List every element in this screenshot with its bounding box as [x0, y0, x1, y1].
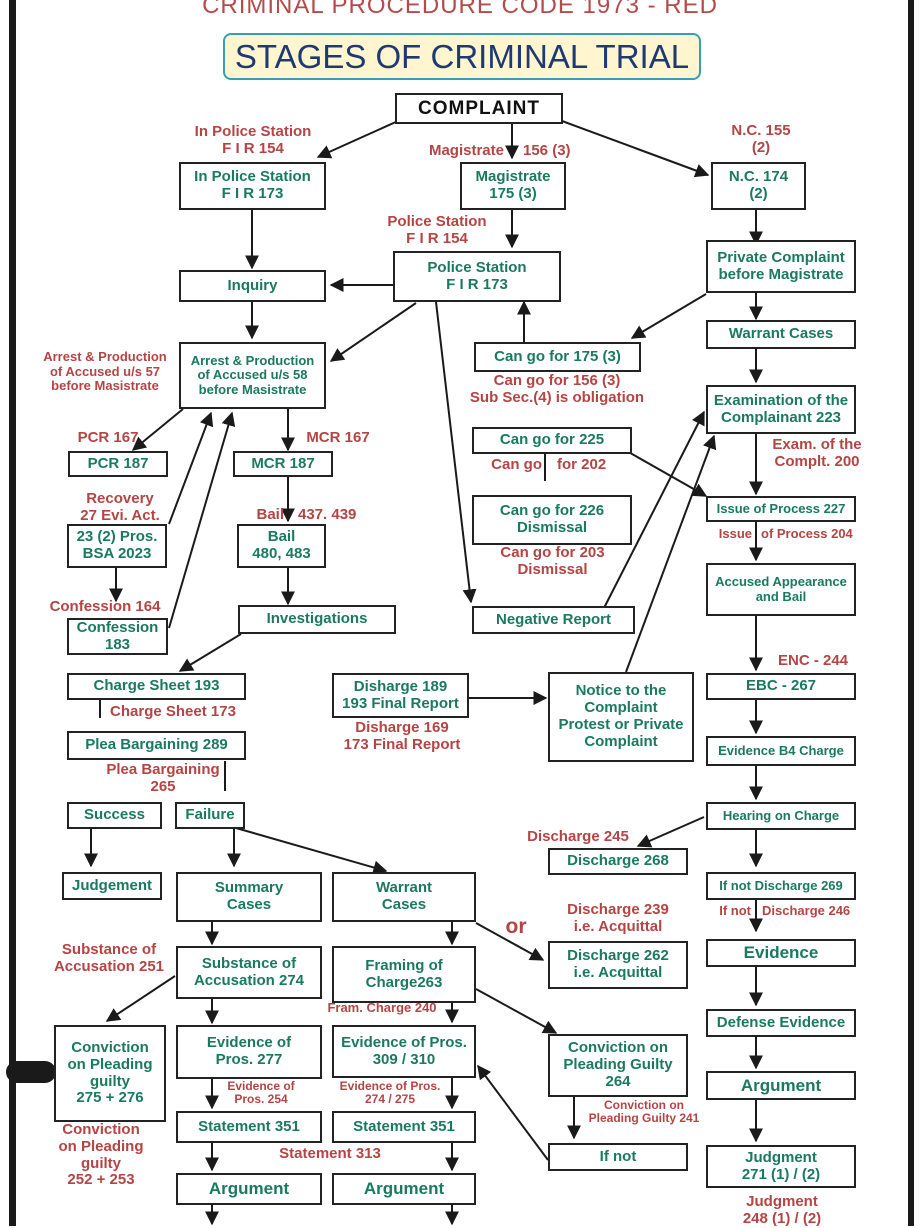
label-156-3: 156 (3): [523, 142, 571, 159]
hearing-on-charge-box: Hearing on Charge: [706, 802, 856, 830]
mcr-187-box: MCR 187: [233, 451, 333, 477]
conviction-pleading-guilty-275-box: Conviction on Pleading guilty 275 + 276: [54, 1025, 166, 1122]
label-substance-accusation-251: Substance of Accusation 251: [53, 941, 165, 975]
investigations-box: Investigations: [238, 605, 396, 634]
bail-480-483-box: Bail 480, 483: [237, 524, 326, 568]
statement-351-middle-box: Statement 351: [332, 1111, 476, 1143]
judgement-left-box: Judgement: [62, 872, 162, 900]
label-of-process-204: of Process 204: [761, 526, 853, 541]
label-disharge-169: Disharge 169 173 Final Report: [343, 719, 461, 753]
evidence-pros-309-box: Evidence of Pros. 309 / 310: [332, 1025, 476, 1078]
label-discharge-246: Discharge 246: [762, 903, 851, 918]
charge-sheet-193-box: Charge Sheet 193: [67, 673, 246, 700]
right-border-bar: [908, 0, 914, 1226]
recovery-23-2-box: 23 (2) Pros. BSA 2023: [67, 524, 167, 568]
examination-complainant-223-box: Examination of the Complainant 223: [706, 385, 856, 434]
substance-accusation-274-box: Substance of Accusation 274: [176, 946, 322, 999]
argument-right-box: Argument: [706, 1071, 856, 1100]
label-can-go: Can go: [491, 456, 542, 473]
statement-351-left-box: Statement 351: [176, 1111, 322, 1143]
label-police-station-fir-154-center: Police Station F I R 154: [387, 213, 487, 247]
label-discharge-239: Discharge 239 i.e. Acquittal: [567, 901, 669, 935]
label-statement-313: Statement 313: [279, 1145, 381, 1162]
complaint-box: COMPLAINT: [395, 93, 563, 124]
framing-of-charge-263-box: Framing of Charge263: [332, 946, 476, 1003]
label-can-go-156: Can go for 156 (3) Sub Sec.(4) is obliga…: [469, 372, 645, 406]
can-go-226-box: Can go for 226 Dismissal: [472, 495, 632, 545]
ebc-267-box: EBC - 267: [706, 673, 856, 700]
label-or: or: [505, 915, 527, 938]
police-station-fir-173-box: In Police Station F I R 173: [179, 162, 326, 210]
label-evidence-pros-254: Evidence of Pros. 254: [227, 1079, 295, 1107]
private-complaint-box: Private Complaint before Magistrate: [706, 240, 856, 293]
evidence-pros-277-box: Evidence of Pros. 277: [176, 1025, 322, 1079]
arrest-production-58-box: Arrest & Production of Accused u/s 58 be…: [179, 342, 326, 409]
label-recovery-27: Recovery 27 Evi. Act.: [80, 490, 160, 524]
label-discharge-245: Discharge 245: [527, 828, 629, 845]
nc-174-box: N.C. 174 (2): [711, 162, 806, 210]
label-conviction-241: Conviction on Pleading Guilty 241: [588, 1098, 700, 1126]
label-exam-200: Exam. of the Complt. 200: [772, 436, 862, 470]
issue-process-227-box: Issue of Process 227: [706, 496, 856, 522]
failure-box: Failure: [175, 802, 245, 829]
notice-to-complaint-box: Notice to the Complaint Protest or Priva…: [548, 672, 694, 762]
page-title: STAGES OF CRIMINAL TRIAL: [223, 33, 701, 80]
summary-cases-box: Summary Cases: [176, 872, 322, 922]
label-charge-sheet-173: Charge Sheet 173: [110, 703, 236, 720]
label-437-439: 437. 439: [298, 506, 357, 523]
label-conviction-252: Conviction on Pleading guilty 252 + 253: [58, 1121, 144, 1189]
label-for-202: for 202: [557, 456, 607, 473]
label-can-go-203: Can go for 203 Dismissal: [500, 544, 605, 578]
confession-183-box: Confession 183: [67, 618, 168, 655]
police-station-fir-173-center-box: Police Station F I R 173: [393, 251, 561, 302]
accused-appearance-bail-box: Accused Appearance and Bail: [706, 563, 856, 616]
label-if-not: If not: [719, 903, 751, 918]
label-nc-155: N.C. 155 (2): [731, 122, 791, 156]
inquiry-box: Inquiry: [179, 270, 326, 302]
discharge-262-box: Discharge 262 i.e. Acquittal: [548, 941, 688, 989]
disharge-189-box: Disharge 189 193 Final Report: [332, 673, 469, 718]
warrant-cases-right-box: Warrant Cases: [706, 320, 856, 349]
defense-evidence-box: Defense Evidence: [706, 1009, 856, 1037]
negative-report-box: Negative Report: [472, 606, 635, 634]
label-police-station-fir-154: In Police Station F I R 154: [194, 123, 312, 157]
label-magistrate: Magistrate: [428, 142, 504, 159]
success-box: Success: [67, 802, 162, 829]
label-evidence-pros-274: Evidence of Pros. 274 / 275: [339, 1079, 441, 1107]
label-judgment-248: Judgment 248 (1) / (2): [742, 1193, 822, 1227]
label-enc-244: ENC - 244: [777, 652, 849, 669]
left-border-bar: [9, 0, 16, 1226]
evidence-right-box: Evidence: [706, 939, 856, 967]
warrant-cases-middle-box: Warrant Cases: [332, 872, 476, 922]
label-fram-charge-240: Fram. Charge 240: [327, 1000, 437, 1015]
if-not-box: If not: [548, 1143, 688, 1171]
discharge-268-box: Discharge 268: [548, 848, 688, 875]
pcr-187-box: PCR 187: [68, 451, 168, 477]
can-go-175-3-box: Can go for 175 (3): [474, 342, 641, 372]
label-issue: Issue: [718, 526, 752, 541]
label-mcr-167: MCR 167: [306, 429, 370, 446]
judgment-271-box: Judgment 271 (1) / (2): [706, 1145, 856, 1188]
magistrate-175-3-box: Magistrate 175 (3): [460, 162, 566, 210]
label-plea-bargaining-265: Plea Bargaining 265: [106, 761, 220, 795]
argument-left-box: Argument: [176, 1173, 322, 1205]
label-bail: Bail: [256, 506, 284, 523]
label-arrest-production-57: Arrest & Production of Accused u/s 57 be…: [43, 349, 167, 394]
can-go-225-box: Can go for 225: [472, 427, 632, 454]
label-confession-164: Confession 164: [49, 598, 161, 615]
ink-blot: [6, 1061, 56, 1083]
label-pcr-167: PCR 167: [77, 429, 139, 446]
argument-middle-box: Argument: [332, 1173, 476, 1205]
page-header: CRIMINAL PROCEDURE CODE 1973 - RED: [202, 0, 718, 19]
conviction-pleading-guilty-264-box: Conviction on Pleading Guilty 264: [548, 1034, 688, 1097]
evidence-before-charge-box: Evidence B4 Charge: [706, 736, 856, 766]
if-not-discharge-269-box: If not Discharge 269: [706, 872, 856, 900]
plea-bargaining-289-box: Plea Bargaining 289: [67, 731, 246, 760]
